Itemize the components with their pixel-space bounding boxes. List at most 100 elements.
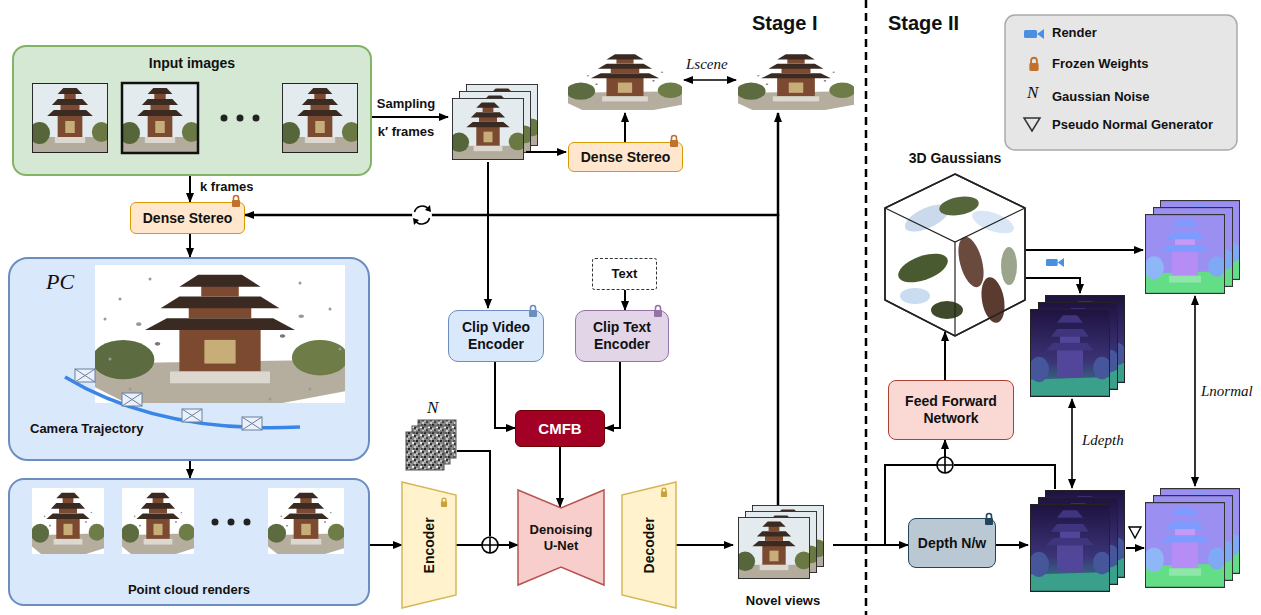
circle-part — [299, 282, 302, 285]
decoder-trapezoid: Decoder — [622, 482, 676, 608]
line-part — [1194, 296, 1196, 486]
rect-part — [1005, 15, 1237, 150]
circle-part — [244, 519, 251, 526]
input-panel: Input images — [12, 45, 372, 176]
connector — [676, 544, 733, 546]
rect-part — [242, 417, 262, 430]
edge-label-holder: k frames — [198, 179, 255, 194]
circle-part — [212, 519, 219, 526]
circle-part — [412, 205, 432, 225]
normal-map-stack — [1144, 488, 1241, 588]
encoder-box: Clip Text Encoder — [575, 310, 669, 362]
use-part — [1046, 258, 1064, 267]
circle-part — [329, 308, 332, 311]
process-box: Dense Stereo — [130, 202, 245, 234]
legend-box — [1005, 15, 1237, 150]
circle-part — [339, 348, 342, 351]
use-part — [267, 488, 345, 554]
node-text: Decoder — [641, 517, 658, 573]
node-text: Clip Text Encoder — [582, 319, 662, 353]
g-part — [104, 278, 342, 401]
node-text: Depth N/w — [918, 535, 986, 552]
loss-arrows — [1072, 296, 1195, 488]
circle-part — [149, 278, 152, 281]
fusion-block: CMFB — [515, 410, 605, 447]
use-part — [121, 488, 195, 554]
ellipse-part — [954, 234, 989, 290]
polyline-part — [457, 451, 490, 536]
renders-panel: Point cloud renders — [8, 478, 370, 606]
path-part — [75, 369, 95, 382]
circle-part — [237, 115, 244, 122]
node-text: Novel views — [746, 593, 820, 609]
polygon-part — [1024, 118, 1040, 131]
normal-map-stack — [1144, 200, 1241, 294]
polygon-part — [885, 174, 1025, 336]
polyline-part — [954, 465, 1055, 489]
use-part — [119, 83, 201, 153]
process-box: Dense Stereo — [568, 142, 683, 172]
legend-sample-holder: N — [1027, 83, 1038, 103]
path-part — [937, 457, 953, 473]
legend-entry-holder: Gaussian Noise — [1052, 89, 1150, 104]
ellipse-part — [931, 301, 963, 319]
circle-part — [309, 388, 312, 391]
stage-title: Stage I — [752, 12, 818, 35]
stack-to-stereo-arrow — [526, 152, 566, 153]
noise-symbol: N — [427, 398, 438, 418]
legend-entry-holder: Pseudo Normal Generator — [1052, 117, 1213, 132]
use-part — [1144, 502, 1226, 588]
use-part — [279, 83, 361, 153]
gaussian-cube: 3D Gaussians — [875, 150, 1035, 338]
node-text: Dense Stereo — [143, 210, 232, 227]
use-part — [661, 488, 667, 497]
edge-label: k frames — [198, 179, 255, 194]
stage-divider — [865, 0, 868, 615]
ellipse-part — [969, 206, 1017, 238]
noise-symbol-holder: N — [427, 398, 438, 418]
line-part — [1126, 547, 1144, 549]
point-cloud-panel: PCCamera Trajectory — [8, 257, 370, 461]
noise-line — [457, 451, 490, 536]
stage-title-holder: Stage I — [752, 12, 818, 35]
use-part — [449, 98, 526, 160]
node-text: CMFB — [538, 420, 581, 438]
use-part — [1024, 29, 1044, 39]
polyline-part — [1026, 278, 1080, 293]
circle-part — [119, 298, 122, 301]
node-text: Input images — [149, 55, 235, 72]
path-part — [482, 537, 498, 553]
rect-part — [122, 393, 142, 406]
circle-part — [937, 457, 953, 473]
connector — [944, 332, 946, 380]
node-text: Point cloud renders — [128, 582, 250, 598]
legend-text: Gaussian Noise — [1052, 89, 1150, 104]
ellipse-part — [900, 288, 930, 304]
line-part — [1071, 399, 1073, 488]
ellipse-part — [1001, 247, 1017, 285]
views-to-cloud-arrow — [778, 113, 779, 216]
path-part — [65, 377, 300, 428]
use-part — [985, 514, 993, 526]
sum-symbol — [937, 457, 953, 473]
stage-title: Stage II — [888, 12, 959, 35]
connector — [189, 461, 191, 478]
legend-entry-holder: Frozen Weights — [1052, 56, 1149, 71]
circle-part — [109, 358, 112, 361]
legend-sample: N — [1027, 83, 1038, 103]
circle-part — [104, 318, 107, 321]
image-stack: Novel views — [733, 505, 833, 609]
connector — [189, 176, 191, 202]
use-part — [737, 50, 856, 110]
arrow-note-holder: Sampling k′ frames — [372, 90, 440, 146]
circle-part — [269, 398, 272, 401]
loss-label-holder: Ldepth — [1082, 432, 1124, 449]
node-text: Feed Forward Network — [895, 393, 1007, 427]
polyline-part — [885, 208, 1025, 242]
connector — [605, 362, 620, 428]
node-text: Text — [612, 266, 638, 282]
g-part — [75, 369, 262, 430]
use-part — [1029, 58, 1038, 71]
